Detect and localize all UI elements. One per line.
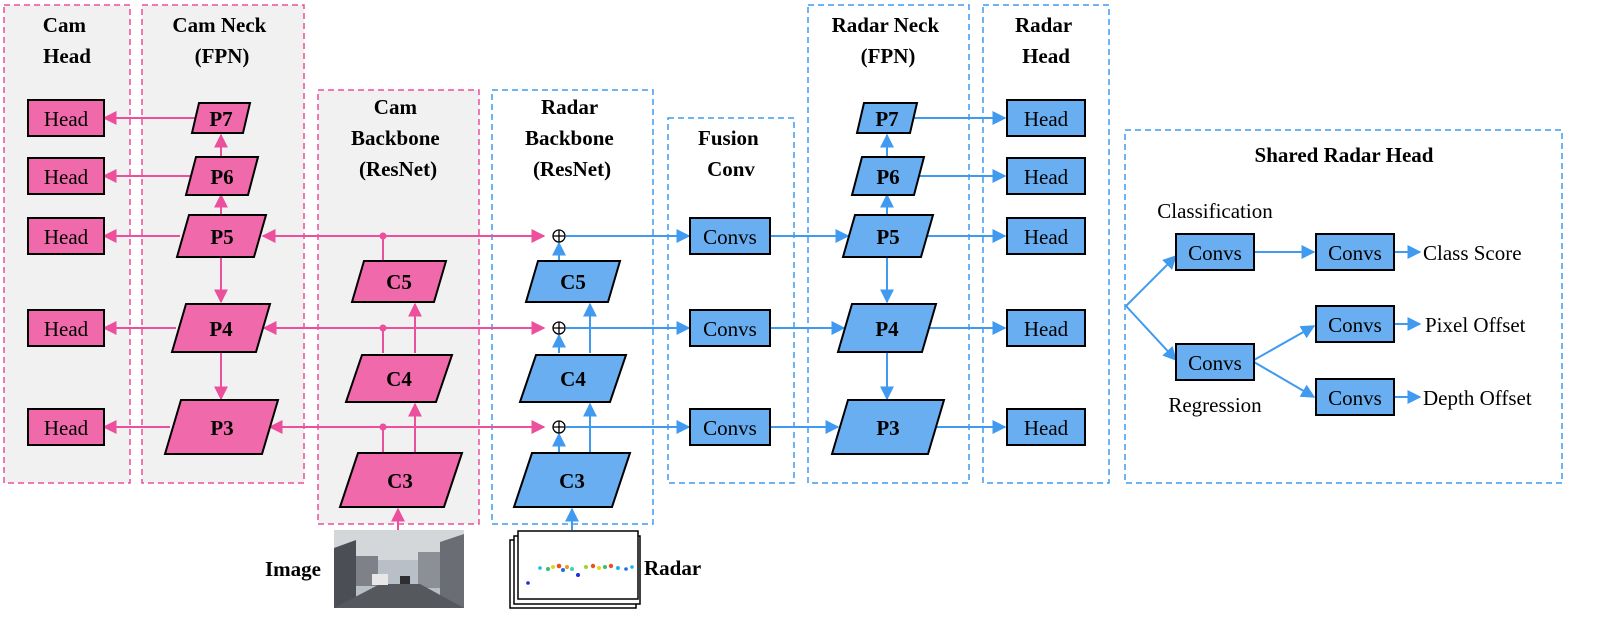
shared-depth-convs-label: Convs bbox=[1328, 386, 1382, 410]
radar-head-box-p7 bbox=[1006, 99, 1086, 137]
radar-head-panel bbox=[982, 4, 1110, 484]
radar-head-label-p6: Head bbox=[1024, 165, 1069, 189]
radar-p3-label: P3 bbox=[876, 416, 899, 440]
radar-c5-label: C5 bbox=[560, 270, 586, 294]
radar-c3-block bbox=[512, 452, 632, 508]
radar-head-label-p3: Head bbox=[1024, 416, 1069, 440]
radar-p6-block bbox=[850, 156, 926, 196]
radar-head-label-p5: Head bbox=[1024, 225, 1069, 249]
fusion-conv-title: Fusion Conv bbox=[698, 126, 764, 181]
cam-c3-label: C3 bbox=[387, 469, 413, 493]
reg-to-pixel-convs-arrow bbox=[1253, 325, 1316, 361]
pixel-offset-label: Pixel Offset bbox=[1425, 313, 1526, 337]
radar-neck-panel bbox=[807, 4, 970, 484]
radar-c4-label: C4 bbox=[560, 367, 586, 391]
image-label: Image bbox=[265, 557, 321, 581]
cam-p6-block bbox=[184, 156, 260, 196]
regression-label: Regression bbox=[1168, 393, 1262, 417]
cam-p3-block bbox=[163, 399, 280, 455]
radar-neck-title: Radar Neck (FPN) bbox=[832, 13, 945, 68]
cam-head-box-p7 bbox=[27, 99, 105, 137]
radar-p3-block bbox=[830, 399, 946, 455]
cam-c5-label: C5 bbox=[386, 270, 412, 294]
radar-label: Radar bbox=[644, 556, 701, 580]
cam-head-box-p5 bbox=[27, 217, 105, 255]
shared-reg-convs-label: Convs bbox=[1188, 351, 1242, 375]
radar-head-box-p4 bbox=[1006, 309, 1086, 347]
depth-offset-label: Depth Offset bbox=[1423, 386, 1532, 410]
radar-head-box-p6 bbox=[1006, 157, 1086, 195]
cam-p3-label: P3 bbox=[210, 416, 233, 440]
sum-node-3 bbox=[552, 420, 566, 434]
shared-depth-convs bbox=[1315, 378, 1395, 416]
sum-node-4 bbox=[552, 321, 566, 335]
fusion-convs-3 bbox=[689, 408, 771, 446]
sum-node-5 bbox=[552, 229, 566, 243]
radar-p4-block bbox=[836, 303, 938, 353]
radar-frames-stack bbox=[509, 530, 641, 609]
radar-p5-label: P5 bbox=[876, 225, 899, 249]
cam-head-title: Cam Head bbox=[43, 13, 91, 68]
cam-p4-label: P4 bbox=[209, 317, 233, 341]
shared-pixel-convs bbox=[1315, 305, 1395, 343]
cam-p7-label: P7 bbox=[209, 107, 232, 131]
cam-head-label-p4: Head bbox=[44, 317, 89, 341]
radar-c3-label: C3 bbox=[559, 469, 585, 493]
cam-p4-block bbox=[170, 303, 272, 353]
cam-c3-block bbox=[338, 452, 464, 508]
cam-p5-label: P5 bbox=[210, 225, 233, 249]
radar-p7-label: P7 bbox=[875, 107, 898, 131]
radar-p5-block bbox=[841, 214, 935, 258]
shared-radar-head-panel bbox=[1124, 129, 1563, 484]
shared-to-regression-arrow bbox=[1125, 305, 1177, 362]
shared-radar-head-title: Shared Radar Head bbox=[1255, 143, 1434, 167]
cam-head-box-p3 bbox=[27, 408, 105, 446]
shared-cls-convs-2-label: Convs bbox=[1328, 241, 1382, 265]
radar-p7-block bbox=[855, 102, 919, 134]
class-score-label: Class Score bbox=[1423, 241, 1522, 265]
radar-head-box-p3 bbox=[1006, 408, 1086, 446]
radar-head-title: Radar Head bbox=[1015, 13, 1077, 68]
fusion-convs-3-label: Convs bbox=[703, 416, 757, 440]
shared-to-classification-arrow bbox=[1125, 255, 1177, 307]
classification-label: Classification bbox=[1157, 199, 1273, 223]
shared-cls-convs-1-label: Convs bbox=[1188, 241, 1242, 265]
fusion-convs-5-label: Convs bbox=[703, 225, 757, 249]
cam-p6-label: P6 bbox=[210, 165, 233, 189]
fusion-convs-4 bbox=[689, 309, 771, 347]
radar-p4-label: P4 bbox=[875, 317, 899, 341]
camera-image-thumbnail bbox=[334, 530, 464, 608]
radar-c5-block bbox=[524, 260, 622, 303]
shared-cls-convs-2 bbox=[1315, 233, 1395, 271]
cam-head-box-p6 bbox=[27, 157, 105, 195]
cam-head-label-p6: Head bbox=[44, 165, 89, 189]
cam-head-label-p5: Head bbox=[44, 225, 89, 249]
cam-head-label-p7: Head bbox=[44, 107, 89, 131]
cam-p5-block bbox=[175, 214, 268, 258]
radar-backbone-title: Radar Backbone (ResNet) bbox=[525, 95, 619, 181]
shared-pixel-convs-label: Convs bbox=[1328, 313, 1382, 337]
fusion-convs-5 bbox=[689, 217, 771, 255]
cam-c5-block bbox=[350, 260, 448, 303]
cam-neck-title: Cam Neck (FPN) bbox=[172, 13, 271, 68]
shared-cls-convs-1 bbox=[1175, 233, 1255, 271]
cam-head-label-p3: Head bbox=[44, 416, 89, 440]
fusion-convs-4-label: Convs bbox=[703, 317, 757, 341]
cam-backbone-panel bbox=[317, 89, 480, 525]
cam-junction-dots bbox=[379, 232, 387, 431]
radar-p6-label: P6 bbox=[876, 165, 899, 189]
radar-c4-block bbox=[518, 354, 628, 403]
radar-head-box-p5 bbox=[1006, 217, 1086, 255]
cam-p7-block bbox=[190, 102, 252, 134]
shared-reg-convs bbox=[1175, 343, 1255, 381]
reg-to-depth-convs-arrow bbox=[1253, 361, 1316, 398]
cam-head-box-p4 bbox=[27, 309, 105, 347]
cam-backbone-title: Cam Backbone (ResNet) bbox=[351, 95, 445, 181]
radar-head-label-p7: Head bbox=[1024, 107, 1069, 131]
cam-c4-label: C4 bbox=[386, 367, 412, 391]
cam-c4-block bbox=[344, 354, 454, 403]
radar-head-label-p4: Head bbox=[1024, 317, 1069, 341]
fusion-conv-panel bbox=[667, 117, 795, 484]
